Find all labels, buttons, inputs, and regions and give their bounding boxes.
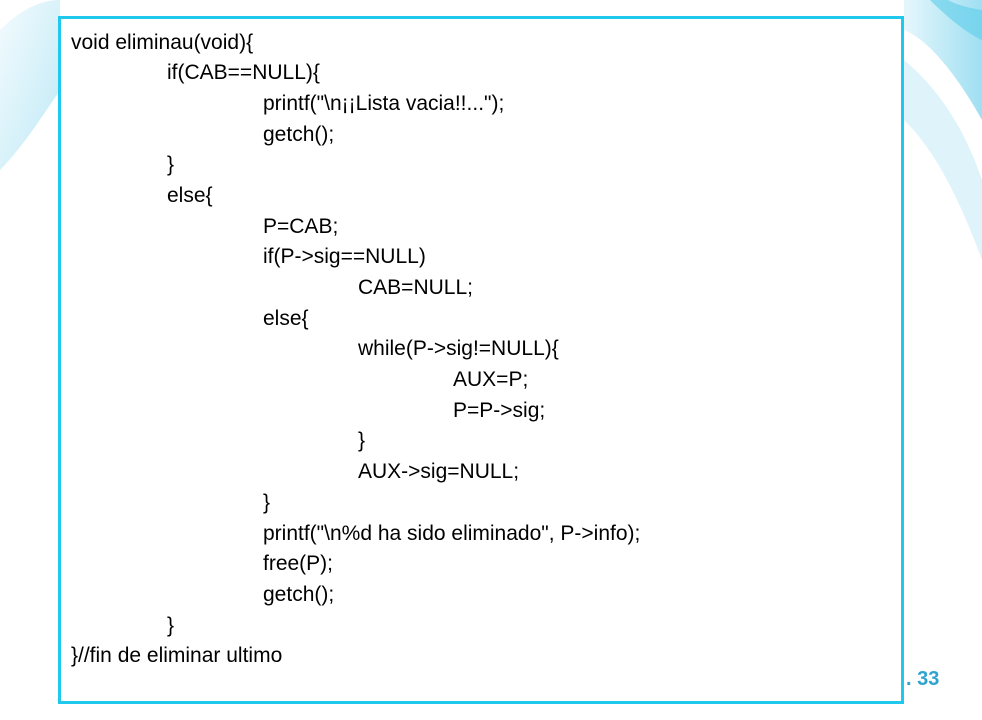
code-line: if(P->sig==NULL) bbox=[263, 245, 426, 268]
background-wave-right-top bbox=[904, 0, 982, 120]
code-line: } bbox=[167, 153, 175, 176]
code-line: } bbox=[263, 491, 271, 514]
background-wave-right-mid bbox=[904, 60, 982, 260]
code-line: CAB=NULL; bbox=[358, 276, 473, 299]
code-line: getch(); bbox=[263, 123, 335, 146]
code-line: } bbox=[167, 614, 175, 637]
code-line: while(P->sig!=NULL){ bbox=[358, 337, 559, 360]
code-line: } bbox=[358, 429, 366, 452]
code-line: if(CAB==NULL){ bbox=[167, 61, 320, 84]
code-listing-box: void eliminau(void){ if(CAB==NULL){ prin… bbox=[58, 16, 904, 704]
code-line: else{ bbox=[263, 307, 309, 330]
code-line: printf("\n%d ha sido eliminado", P->info… bbox=[263, 522, 641, 545]
code-line: getch(); bbox=[263, 583, 335, 606]
code-line: printf("\n¡¡Lista vacia!!..."); bbox=[263, 92, 505, 115]
code-line: else{ bbox=[167, 184, 213, 207]
code-line: void eliminau(void){ bbox=[71, 31, 254, 54]
code-line: }//fin de eliminar ultimo bbox=[71, 644, 283, 667]
code-line: free(P); bbox=[263, 552, 334, 575]
code-line: AUX=P; bbox=[453, 368, 529, 391]
code-line: P=P->sig; bbox=[453, 399, 546, 422]
background-wave-left bbox=[0, 0, 60, 170]
code-line: P=CAB; bbox=[263, 215, 339, 238]
page-number: . 33 bbox=[906, 668, 940, 690]
code-line: AUX->sig=NULL; bbox=[358, 460, 520, 483]
background-wave-accent bbox=[930, 0, 982, 40]
